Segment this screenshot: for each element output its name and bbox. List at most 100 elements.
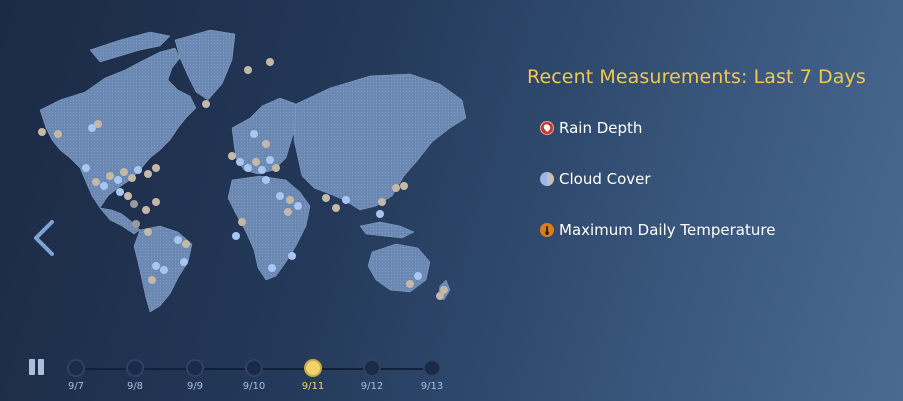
info-panel: Recent Measurements: Last 7 Days bbox=[527, 66, 887, 88]
cloud-cover-icon bbox=[540, 172, 554, 186]
marker[interactable] bbox=[414, 272, 422, 280]
legend-label: Maximum Daily Temperature bbox=[559, 221, 776, 239]
marker[interactable] bbox=[266, 156, 274, 164]
marker[interactable] bbox=[392, 184, 400, 192]
marker[interactable] bbox=[294, 202, 302, 210]
marker[interactable] bbox=[38, 128, 46, 136]
marker[interactable] bbox=[142, 206, 150, 214]
marker[interactable] bbox=[134, 166, 142, 174]
africa bbox=[227, 175, 311, 281]
marker[interactable] bbox=[262, 176, 270, 184]
prev-button[interactable] bbox=[30, 218, 58, 258]
marker[interactable] bbox=[144, 228, 152, 236]
marker[interactable] bbox=[378, 198, 386, 206]
thermometer-icon bbox=[540, 223, 554, 237]
timeline-date-label[interactable]: 9/13 bbox=[420, 381, 444, 392]
australia bbox=[367, 243, 431, 293]
marker[interactable] bbox=[106, 172, 114, 180]
marker[interactable] bbox=[266, 58, 274, 66]
pause-button[interactable] bbox=[28, 359, 46, 377]
marker[interactable] bbox=[174, 236, 182, 244]
marker[interactable] bbox=[180, 258, 188, 266]
legend-item-cloud: Cloud Cover bbox=[540, 170, 651, 188]
marker[interactable] bbox=[120, 168, 128, 176]
marker[interactable] bbox=[244, 164, 252, 172]
timeline-date-label[interactable]: 9/8 bbox=[126, 381, 144, 392]
indonesia bbox=[359, 221, 415, 239]
timeline-dot-0[interactable] bbox=[69, 361, 83, 375]
timeline-dot-5[interactable] bbox=[365, 361, 379, 375]
pause-icon bbox=[29, 359, 35, 375]
marker[interactable] bbox=[250, 130, 258, 138]
marker[interactable] bbox=[82, 164, 90, 172]
marker[interactable] bbox=[272, 164, 280, 172]
marker[interactable] bbox=[54, 130, 62, 138]
arctic-islands bbox=[89, 31, 171, 63]
marker[interactable] bbox=[100, 182, 108, 190]
marker[interactable] bbox=[152, 262, 160, 270]
marker[interactable] bbox=[400, 182, 408, 190]
chevron-left-icon bbox=[34, 220, 54, 256]
measurement-markers bbox=[38, 58, 448, 300]
marker[interactable] bbox=[322, 194, 330, 202]
timeline-dot-3[interactable] bbox=[247, 361, 261, 375]
marker[interactable] bbox=[286, 196, 294, 204]
marker[interactable] bbox=[258, 166, 266, 174]
marker[interactable] bbox=[262, 140, 270, 148]
legend-label: Cloud Cover bbox=[559, 170, 651, 188]
marker[interactable] bbox=[238, 218, 246, 226]
marker[interactable] bbox=[252, 158, 260, 166]
rain-drop-icon bbox=[540, 121, 554, 135]
panel-title: Recent Measurements: Last 7 Days bbox=[527, 66, 866, 88]
legend-item-temperature: Maximum Daily Temperature bbox=[540, 221, 775, 239]
continents bbox=[39, 29, 467, 313]
marker[interactable] bbox=[94, 120, 102, 128]
marker[interactable] bbox=[130, 200, 138, 208]
marker[interactable] bbox=[284, 208, 292, 216]
marker[interactable] bbox=[268, 264, 276, 272]
marker[interactable] bbox=[436, 292, 444, 300]
timeline-date-label[interactable]: 9/10 bbox=[242, 381, 266, 392]
marker[interactable] bbox=[88, 124, 96, 132]
marker[interactable] bbox=[116, 188, 124, 196]
marker[interactable] bbox=[342, 196, 350, 204]
marker[interactable] bbox=[244, 66, 252, 74]
marker[interactable] bbox=[160, 266, 168, 274]
marker[interactable] bbox=[152, 164, 160, 172]
marker[interactable] bbox=[92, 178, 100, 186]
timeline-date-label[interactable]: 9/12 bbox=[360, 381, 384, 392]
marker[interactable] bbox=[114, 176, 122, 184]
timeline-dot-4[interactable] bbox=[306, 361, 320, 375]
marker[interactable] bbox=[182, 240, 190, 248]
legend-item-rain: Rain Depth bbox=[540, 119, 642, 137]
marker[interactable] bbox=[228, 152, 236, 160]
marker[interactable] bbox=[276, 192, 284, 200]
marker[interactable] bbox=[202, 100, 210, 108]
marker[interactable] bbox=[236, 158, 244, 166]
marker[interactable] bbox=[288, 252, 296, 260]
north-america bbox=[39, 47, 197, 209]
marker[interactable] bbox=[232, 232, 240, 240]
timeline-date-label[interactable]: 9/7 bbox=[67, 381, 85, 392]
marker[interactable] bbox=[376, 210, 384, 218]
timeline-dot-1[interactable] bbox=[128, 361, 142, 375]
timeline-date-label[interactable]: 9/11 bbox=[301, 381, 325, 392]
timeline-date-label[interactable]: 9/9 bbox=[186, 381, 204, 392]
marker[interactable] bbox=[440, 286, 448, 294]
timeline-dot-6[interactable] bbox=[425, 361, 439, 375]
marker[interactable] bbox=[152, 198, 160, 206]
marker[interactable] bbox=[332, 204, 340, 212]
timeline-dot-2[interactable] bbox=[188, 361, 202, 375]
marker[interactable] bbox=[148, 276, 156, 284]
marker[interactable] bbox=[406, 280, 414, 288]
legend-label: Rain Depth bbox=[559, 119, 643, 137]
marker[interactable] bbox=[124, 192, 132, 200]
greenland bbox=[174, 29, 236, 101]
marker[interactable] bbox=[132, 220, 140, 228]
asia bbox=[293, 73, 467, 211]
marker[interactable] bbox=[128, 174, 136, 182]
marker[interactable] bbox=[144, 170, 152, 178]
